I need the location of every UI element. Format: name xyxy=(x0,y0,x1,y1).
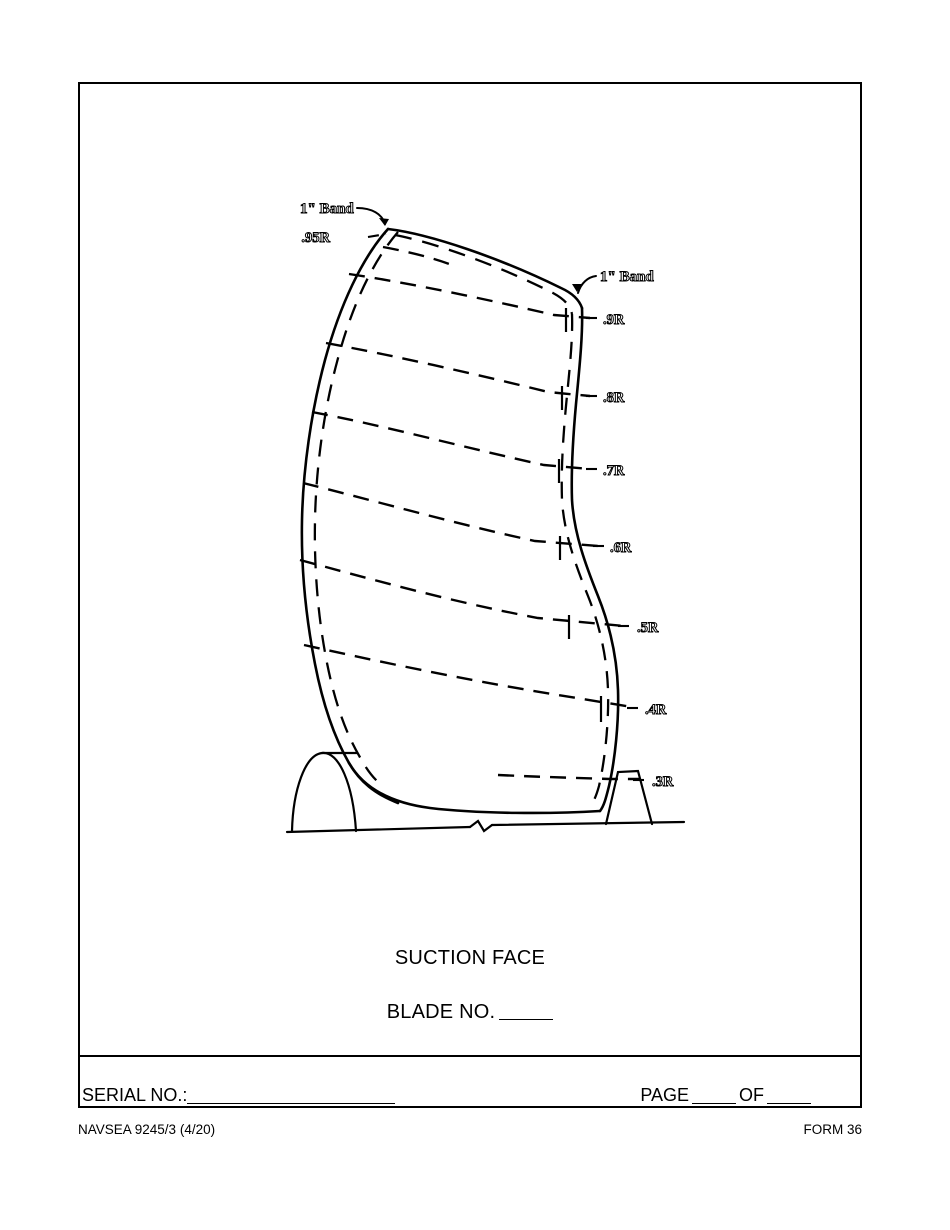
page-number-blank[interactable] xyxy=(692,1085,736,1104)
section-line-3r xyxy=(497,773,640,781)
blade-number-label: BLADE NO. xyxy=(386,1001,496,1023)
section-line-8r xyxy=(325,341,591,398)
right-root-fillet xyxy=(604,769,654,826)
radius-label-7r: .7R xyxy=(603,463,625,479)
serial-number-label: SERIAL NO.: xyxy=(82,1085,188,1105)
left-root-fillet xyxy=(290,751,359,833)
band-callout-arrowheads xyxy=(379,218,582,292)
section-line-9r xyxy=(348,272,591,320)
blade-drawing: 1" Band 1" Band .95R .9R .8R .7R .6R .5R… xyxy=(78,82,862,1062)
radius-label-3r: .3R xyxy=(652,774,674,790)
section-lines xyxy=(299,245,640,781)
section-line-95r xyxy=(382,245,458,269)
radius-label-8r: .8R xyxy=(603,390,625,406)
radius-leaders xyxy=(367,232,649,782)
section-line-6r xyxy=(302,481,599,548)
band-line-leading xyxy=(313,231,399,782)
radius-label-9r: .9R xyxy=(603,312,625,328)
section-line-4r xyxy=(303,643,633,709)
baseline xyxy=(285,819,686,834)
suction-face-title: SUCTION FACE xyxy=(394,947,546,969)
band-label-top-right: 1" Band xyxy=(600,269,654,285)
radius-tick-marks xyxy=(557,308,603,722)
section-line-5r xyxy=(299,558,625,628)
page-label: PAGE xyxy=(640,1085,689,1105)
section-line-7r xyxy=(311,410,591,471)
serial-number-field: SERIAL NO.: xyxy=(82,1085,396,1106)
radius-label-5r: .5R xyxy=(637,620,659,636)
root-bottom-edge xyxy=(347,761,602,815)
blade-number-field: BLADE NO. xyxy=(78,999,862,1024)
page-of-field: PAGE OF xyxy=(640,1085,814,1106)
band-label-top-left: 1" Band xyxy=(300,201,354,217)
radius-label-4r: .4R xyxy=(645,702,667,718)
radius-label-6r: .6R xyxy=(610,540,632,556)
serial-page-row: SERIAL NO.: PAGE OF xyxy=(82,1085,860,1109)
page-total-blank[interactable] xyxy=(767,1085,811,1104)
radius-label-95r: .95R xyxy=(301,230,330,246)
band-line-trailing xyxy=(394,233,610,809)
of-label: OF xyxy=(739,1085,764,1105)
form-number: FORM 36 xyxy=(803,1122,862,1137)
form-border xyxy=(78,82,862,1108)
leading-edge-outline xyxy=(300,227,400,805)
form-divider xyxy=(78,1055,862,1057)
band-callout-leaders xyxy=(356,207,597,294)
blade-number-blank[interactable] xyxy=(499,999,554,1020)
serial-number-blank[interactable] xyxy=(187,1085,396,1104)
navsea-form-code: NAVSEA 9245/3 (4/20) xyxy=(78,1122,216,1137)
